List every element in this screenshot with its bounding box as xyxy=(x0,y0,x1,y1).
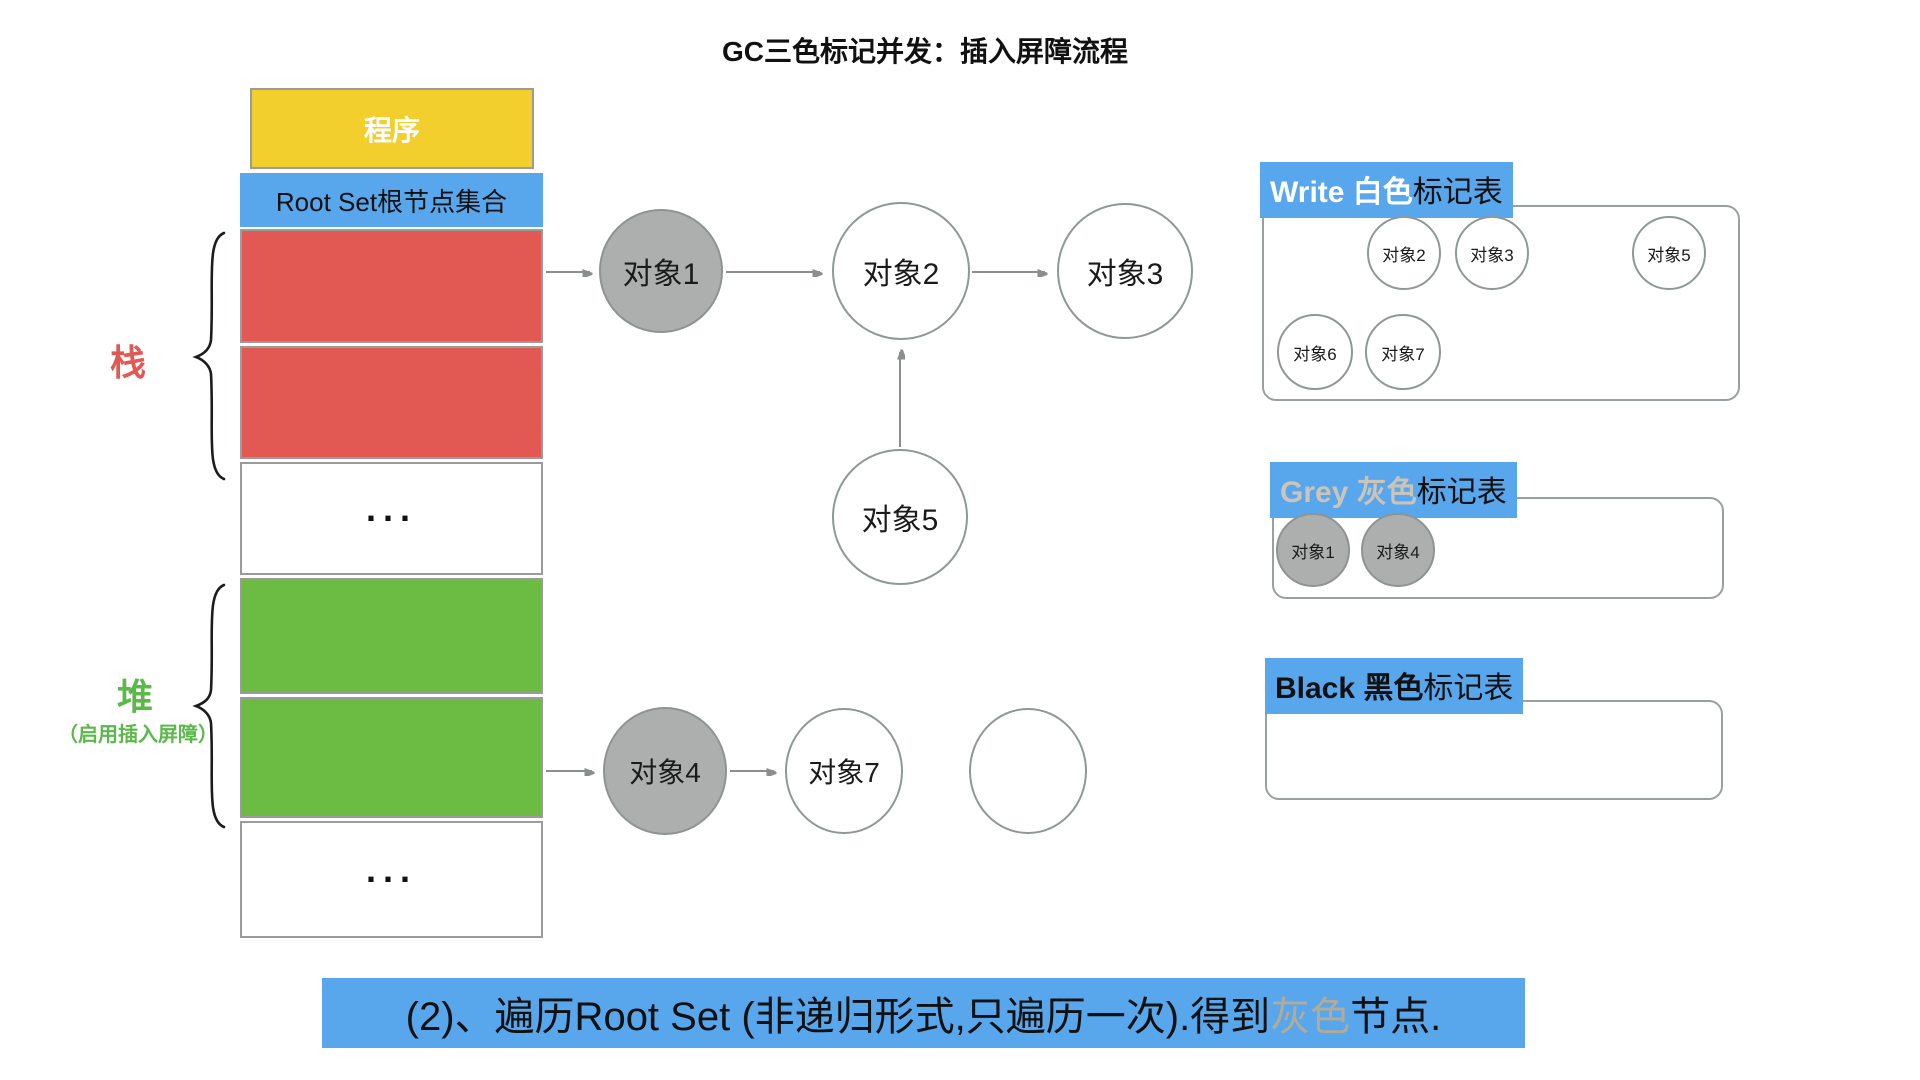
memory-gap-1: ... xyxy=(240,462,543,575)
black-table-title-strong: Black 黑色 xyxy=(1275,672,1424,705)
black-table-header: Black 黑色标记表 xyxy=(1265,658,1524,714)
white-table-node-obj7: 对象7 xyxy=(1365,314,1441,390)
heap-segment-2 xyxy=(240,697,543,818)
graph-node-obj4-label: 对象4 xyxy=(629,757,701,788)
root-set-label: Root Set根节点集合 xyxy=(275,186,508,217)
stack-segment-1 xyxy=(240,229,543,343)
white-table-title-rest: 标记表 xyxy=(1412,176,1503,209)
caption-post: 节点. xyxy=(1350,995,1442,1039)
white-table-node-obj6-label: 对象6 xyxy=(1293,344,1337,364)
memory-gap-2: ... xyxy=(240,821,543,938)
white-table-node-obj3-label: 对象3 xyxy=(1470,245,1514,265)
white-table-node-obj5-label: 对象5 xyxy=(1647,245,1691,265)
heap-segment-1 xyxy=(240,578,543,694)
graph-node-obj3-label: 对象3 xyxy=(1086,258,1164,291)
black-table-title-rest: 标记表 xyxy=(1423,672,1514,705)
graph-node-obj1-label: 对象1 xyxy=(622,258,700,291)
white-table-node-obj5: 对象5 xyxy=(1632,216,1706,290)
graph-node-obj2: 对象2 xyxy=(832,202,970,340)
white-table-node-obj2-label: 对象2 xyxy=(1382,245,1426,265)
stack-label: 栈 xyxy=(110,342,147,383)
heap-label: 堆 xyxy=(117,676,154,717)
program-box: 程序 xyxy=(250,88,534,169)
black-table-panel xyxy=(1265,700,1723,800)
step-caption: (2)、遍历Root Set (非递归形式,只遍历一次).得到灰色节点. xyxy=(322,978,1525,1048)
program-label: 程序 xyxy=(363,114,420,146)
white-table-node-obj3: 对象3 xyxy=(1455,216,1529,290)
heap-brace xyxy=(192,583,226,829)
caption-highlight: 灰色 xyxy=(1270,995,1351,1039)
grey-table-node-obj4-label: 对象4 xyxy=(1376,542,1420,562)
white-table-header: Write 白色标记表 xyxy=(1260,162,1513,218)
ellipsis-1: ... xyxy=(365,487,417,529)
graph-node-obj6 xyxy=(969,708,1087,834)
white-table-title-strong: Write 白色 xyxy=(1270,176,1413,209)
graph-node-obj5-label: 对象5 xyxy=(861,504,939,537)
white-table-node-obj2: 对象2 xyxy=(1367,216,1441,290)
root-set-bar: Root Set根节点集合 xyxy=(240,173,543,227)
white-table-node-obj6: 对象6 xyxy=(1277,314,1353,390)
ellipsis-2: ... xyxy=(365,848,417,890)
graph-node-obj7: 对象7 xyxy=(785,708,903,834)
grey-table-title-rest: 标记表 xyxy=(1416,476,1507,509)
graph-node-obj1: 对象1 xyxy=(599,209,723,333)
graph-node-obj3: 对象3 xyxy=(1057,203,1193,339)
caption-pre: (2)、遍历Root Set (非递归形式,只遍历一次).得到 xyxy=(405,995,1271,1039)
grey-table-node-obj4: 对象4 xyxy=(1361,513,1435,587)
heap-note: （启用插入屏障） xyxy=(58,724,218,746)
grey-table-node-obj1: 对象1 xyxy=(1276,513,1350,587)
graph-node-obj2-label: 对象2 xyxy=(862,258,940,291)
stack-segment-2 xyxy=(240,346,543,459)
grey-table-node-obj1-label: 对象1 xyxy=(1291,542,1335,562)
graph-node-obj4: 对象4 xyxy=(603,707,727,835)
graph-node-obj7-label: 对象7 xyxy=(808,757,880,788)
page-title: GC三色标记并发：插入屏障流程 xyxy=(721,36,1128,67)
graph-node-obj5: 对象5 xyxy=(832,449,968,585)
grey-table-title-strong: Grey 灰色 xyxy=(1280,476,1417,509)
stack-brace xyxy=(192,231,226,481)
white-table-node-obj7-label: 对象7 xyxy=(1381,344,1425,364)
grey-table-header: Grey 灰色标记表 xyxy=(1270,462,1517,518)
